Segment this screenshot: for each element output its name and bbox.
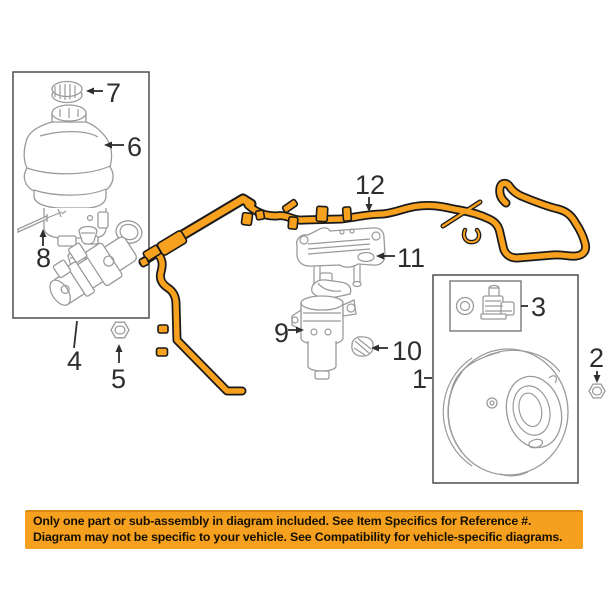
callout-10-label: 10 <box>392 336 422 366</box>
callouts: 7 6 8 4 5 9 10 11 12 3 1 2 <box>36 78 604 394</box>
disclaimer-banner: Only one part or sub-assembly in diagram… <box>25 510 583 549</box>
callout-3-label: 3 <box>531 292 546 322</box>
vacuum-tube-highlight <box>138 178 591 396</box>
booster-group-box <box>432 274 579 484</box>
mounting-nut-part <box>110 321 130 339</box>
brake-booster-part <box>442 348 569 477</box>
tube-clip <box>341 206 353 222</box>
reservoir-cap-part <box>51 80 83 104</box>
fluid-reservoir-part <box>23 104 114 247</box>
tube-clip <box>281 198 299 214</box>
callout-12-label: 12 <box>355 170 385 200</box>
disclaimer-line-1: Only one part or sub-assembly in diagram… <box>33 514 532 529</box>
tube-clip <box>240 211 254 227</box>
tube-clip <box>287 215 299 231</box>
master-cylinder-group-box <box>12 71 150 319</box>
callout-1-label: 1 <box>412 364 427 394</box>
sensor-kit-part <box>449 280 522 332</box>
vacuum-pump-part <box>291 272 357 380</box>
disclaimer-line-2: Diagram may not be specific to your vehi… <box>33 530 563 544</box>
callout-4-label: 4 <box>67 346 82 376</box>
booster-nut-part <box>588 383 606 399</box>
tube-end-fitting <box>138 256 150 268</box>
callout-11-label: 11 <box>397 243 425 273</box>
callout-8-label: 8 <box>36 243 51 273</box>
master-cylinder-part <box>49 236 137 306</box>
tube-fitting <box>315 205 329 223</box>
callout-6-label: 6 <box>127 132 142 162</box>
callout-2-label: 2 <box>589 343 604 373</box>
callout-7-label: 7 <box>106 78 121 108</box>
callout-9-label: 9 <box>274 318 289 348</box>
tube-clip <box>254 209 266 221</box>
mounting-bracket-part <box>296 227 386 289</box>
tube-clip <box>155 347 169 357</box>
bleeder-tool-part <box>17 208 67 234</box>
tube-clip <box>157 324 169 334</box>
callout-5-label: 5 <box>111 364 126 394</box>
grommet-part <box>351 336 374 357</box>
